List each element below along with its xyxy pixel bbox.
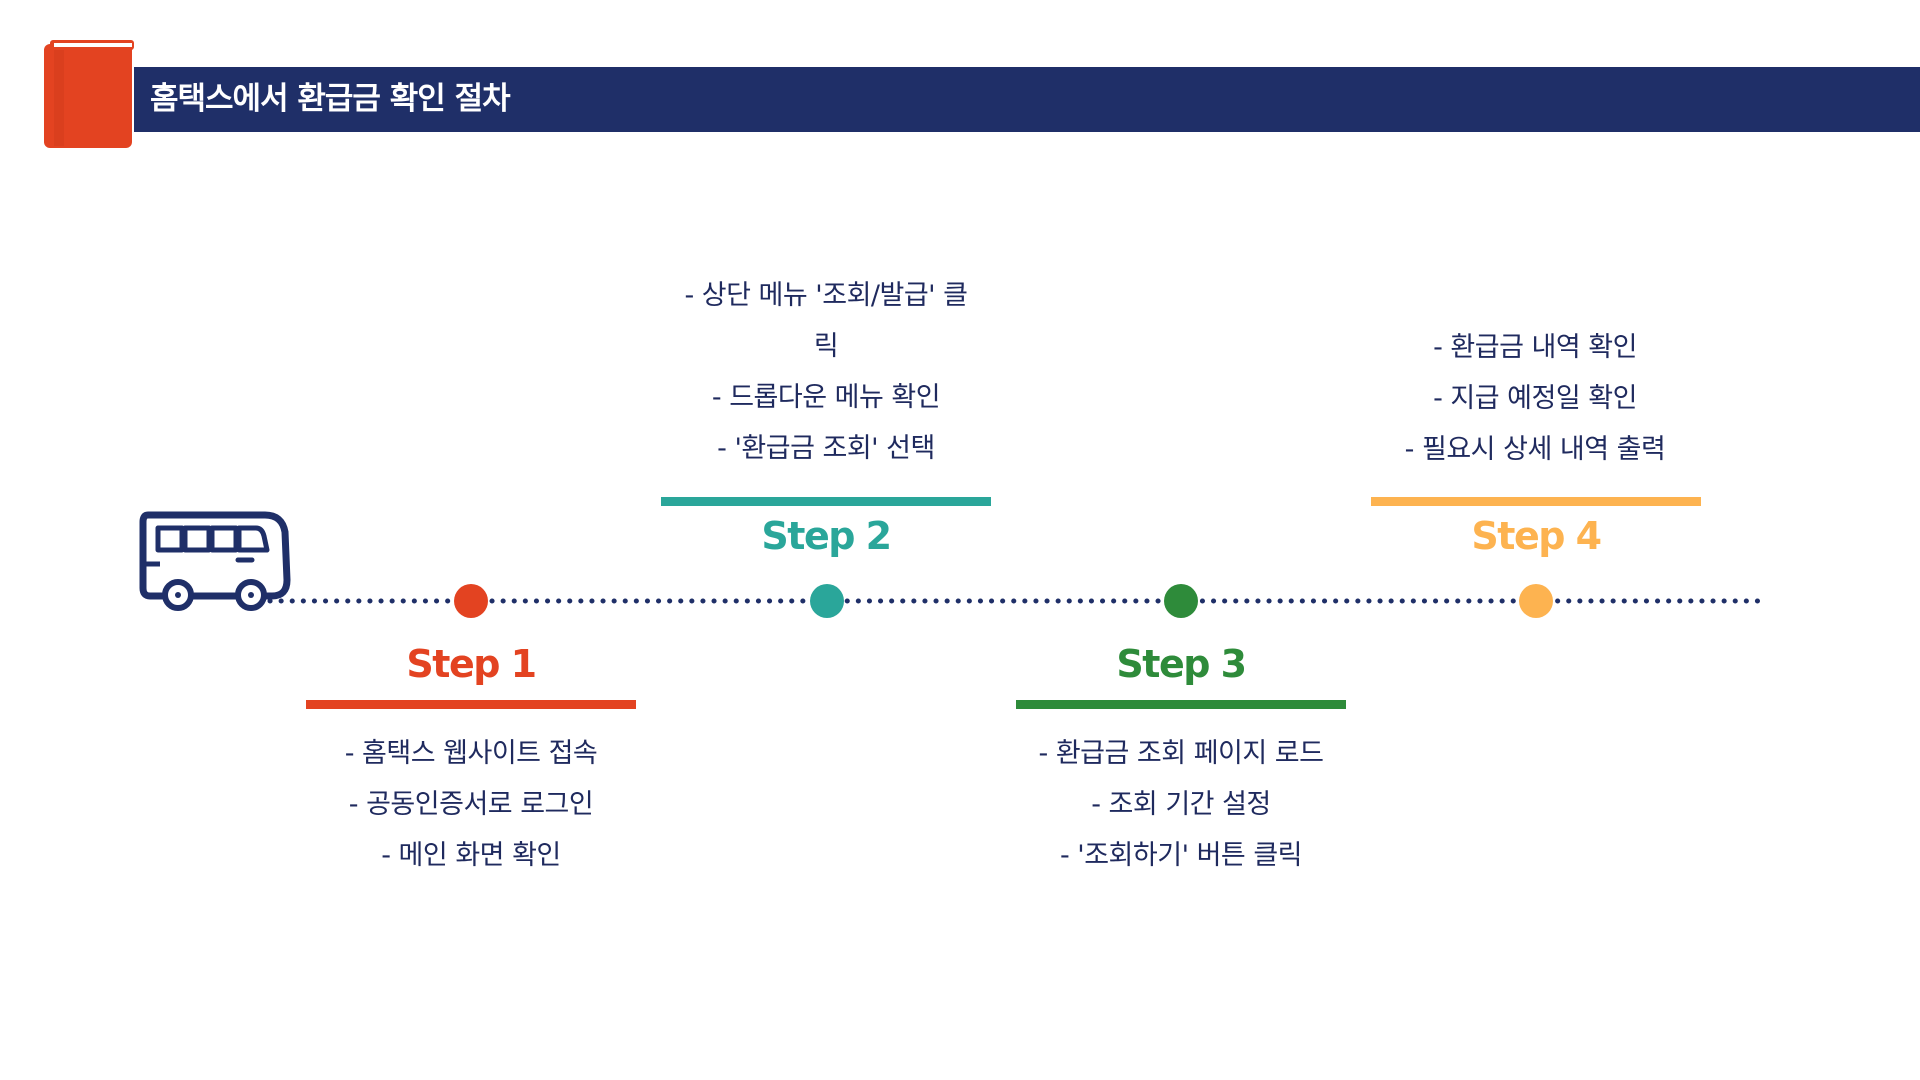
step-4-description: - 환급금 내역 확인 - 지급 예정일 확인 - 필요시 상세 내역 출력 (1355, 322, 1715, 475)
step-1-dot (454, 584, 488, 618)
step-4-bar (1371, 497, 1701, 506)
step-2-bar (661, 497, 991, 506)
step-2-item: - '환급금 조회' 선택 (717, 433, 935, 464)
step-3-item: - 조회 기간 설정 (1091, 789, 1271, 820)
step-3-description: - 환급금 조회 페이지 로드 - 조회 기간 설정 - '조회하기' 버튼 클… (1001, 728, 1361, 881)
step-3-label: Step 3 (1116, 642, 1247, 686)
step-4-item: - 지급 예정일 확인 (1433, 383, 1637, 414)
step-3-dot (1164, 584, 1198, 618)
book-icon (44, 40, 134, 148)
page-title: 홈택스에서 환급금 확인 절차 (150, 81, 511, 117)
step-3-item: - 환급금 조회 페이지 로드 (1038, 738, 1324, 769)
step-2-item: - 드롭다운 메뉴 확인 (711, 382, 941, 413)
step-3-bar (1016, 700, 1346, 709)
step-1-label: Step 1 (406, 642, 537, 686)
step-1-item: - 홈택스 웹사이트 접속 (344, 738, 598, 769)
step-1-item: - 메인 화면 확인 (381, 840, 561, 871)
step-2-dot (810, 584, 844, 618)
bus-icon (139, 511, 291, 611)
step-1-description: - 홈택스 웹사이트 접속 - 공동인증서로 로그인 - 메인 화면 확인 (291, 728, 651, 881)
step-4-item: - 필요시 상세 내역 출력 (1404, 434, 1666, 465)
step-2-item: 릭 (813, 331, 839, 362)
step-2-label: Step 2 (761, 514, 892, 558)
step-3-item: - '조회하기' 버튼 클릭 (1059, 840, 1303, 871)
step-2-description: - 상단 메뉴 '조회/발급' 클 릭 - 드롭다운 메뉴 확인 - '환급금 … (646, 270, 1006, 474)
step-1-item: - 공동인증서로 로그인 (348, 789, 594, 820)
header-bar (134, 67, 1920, 132)
step-4-dot (1519, 584, 1553, 618)
step-2-item: - 상단 메뉴 '조회/발급' 클 (684, 280, 968, 311)
step-4-label: Step 4 (1471, 514, 1602, 558)
step-1-bar (306, 700, 636, 709)
step-4-item: - 환급금 내역 확인 (1433, 332, 1637, 363)
